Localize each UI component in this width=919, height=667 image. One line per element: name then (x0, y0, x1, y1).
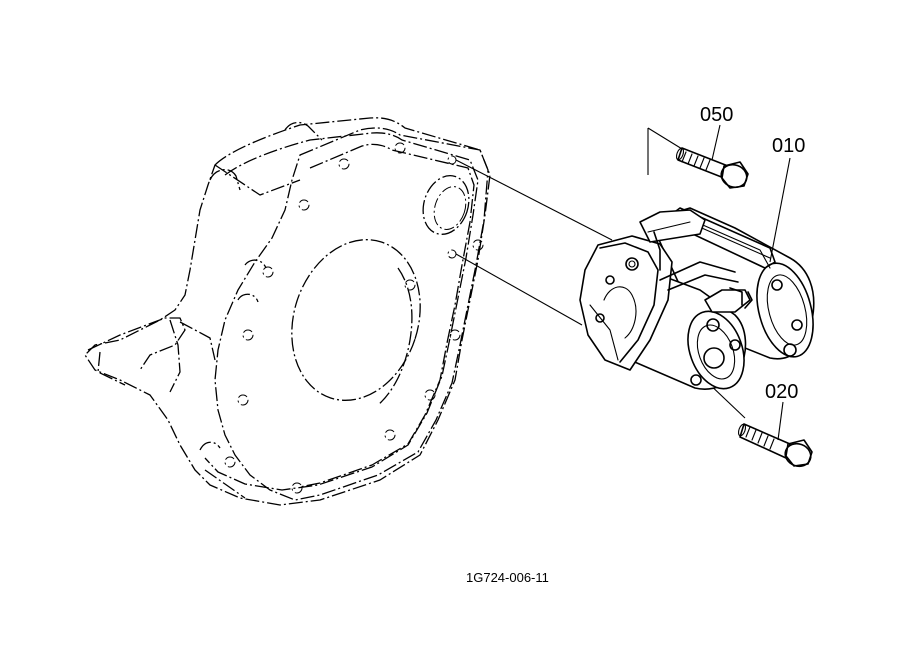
bolt-050 (675, 147, 749, 189)
starter-motor (579, 207, 815, 390)
callout-050: 050 (700, 104, 733, 126)
callout-010: 010 (772, 135, 805, 157)
callout-leaders (711, 124, 791, 441)
bolt-020 (737, 423, 813, 468)
drawing-number: 1G724-006-11 (466, 570, 549, 585)
alignment-lines (455, 127, 746, 419)
callout-020: 020 (765, 381, 798, 403)
flywheel-housing-phantom (84, 117, 491, 506)
